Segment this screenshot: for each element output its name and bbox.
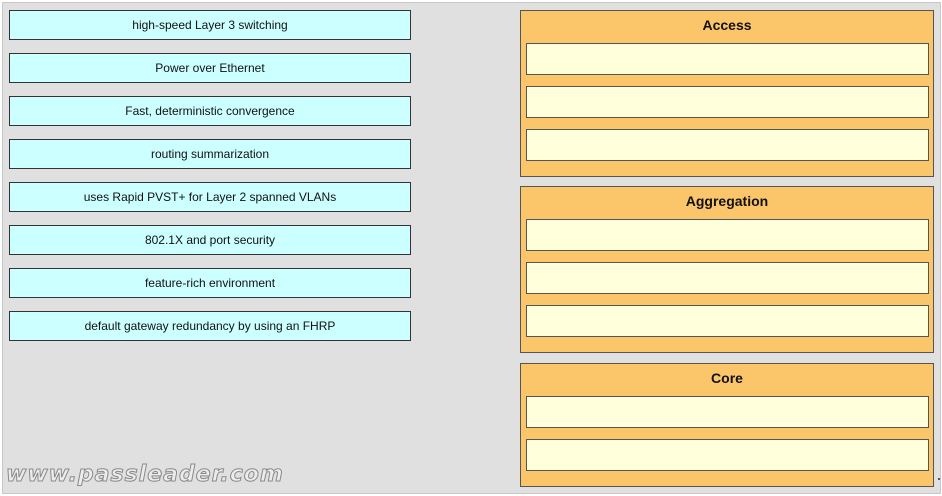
drop-slot-access-1[interactable] [526, 43, 929, 75]
drop-slot-aggregation-1[interactable] [526, 219, 929, 251]
target-group-access: Access [520, 10, 934, 177]
drag-item-poe[interactable]: Power over Ethernet [9, 53, 411, 83]
drag-item-convergence[interactable]: Fast, deterministic convergence [9, 96, 411, 126]
drag-item-feature-rich[interactable]: feature-rich environment [9, 268, 411, 298]
drag-item-802-1x[interactable]: 802.1X and port security [9, 225, 411, 255]
watermark-text: www.passleader.com [6, 462, 284, 488]
group-title-aggregation: Aggregation [685, 193, 769, 209]
drop-slot-access-3[interactable] [526, 129, 929, 161]
drop-slot-access-2[interactable] [526, 86, 929, 118]
corner-dot [938, 478, 940, 480]
group-title-core: Core [711, 370, 743, 386]
drop-slot-core-2[interactable] [526, 439, 929, 471]
drop-slot-aggregation-3[interactable] [526, 305, 929, 337]
target-group-aggregation: Aggregation [520, 186, 934, 353]
drop-slot-aggregation-2[interactable] [526, 262, 929, 294]
group-title-access: Access [702, 17, 752, 33]
drop-slot-core-1[interactable] [526, 396, 929, 428]
target-group-core: Core [520, 363, 934, 487]
drag-item-layer3-switching[interactable]: high-speed Layer 3 switching [9, 10, 411, 40]
drag-item-routing-summarization[interactable]: routing summarization [9, 139, 411, 169]
drag-item-fhrp[interactable]: default gateway redundancy by using an F… [9, 311, 411, 341]
drag-item-rapid-pvst[interactable]: uses Rapid PVST+ for Layer 2 spanned VLA… [9, 182, 411, 212]
